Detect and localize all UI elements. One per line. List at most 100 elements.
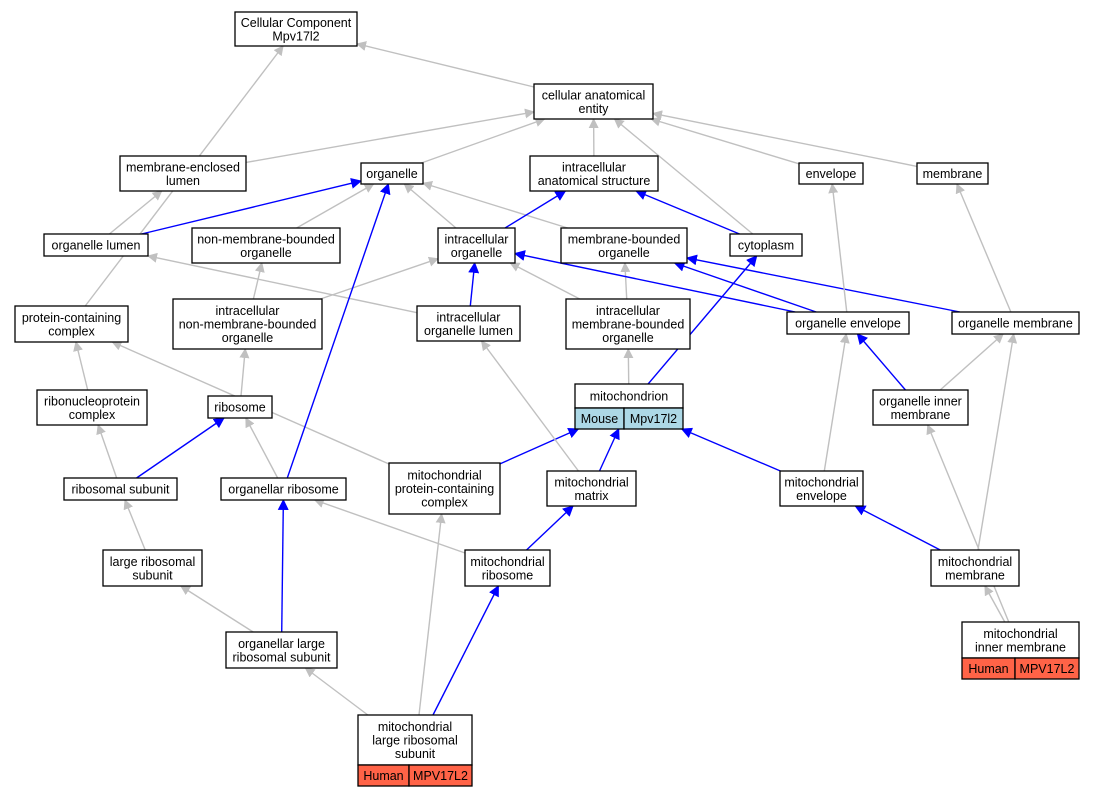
edge-mito-to-cyto <box>647 255 758 385</box>
node-label-line: membrane <box>945 568 1005 582</box>
node-label-line: organelle envelope <box>795 317 901 331</box>
node-box <box>388 462 501 515</box>
node-label-line: non-membrane-bounded <box>197 232 335 246</box>
edge-ol-to-organelle <box>141 177 363 235</box>
node-label-line: subunit <box>132 568 173 582</box>
node-label-line: intracellular <box>596 304 660 318</box>
node-label-line: organellar large <box>238 637 325 651</box>
node-box <box>119 155 247 192</box>
edge-layer <box>73 41 1018 716</box>
node-box <box>357 714 473 766</box>
node-box <box>574 383 684 409</box>
node-box <box>872 389 969 426</box>
node-label-line: organelle <box>240 246 291 260</box>
node-box <box>102 549 203 587</box>
go-term-node-rs[interactable]: ribosomal subunit <box>63 477 178 501</box>
node-box <box>916 162 989 185</box>
edge-oim-to-oe <box>856 333 907 391</box>
edge-rs-to-ribo <box>136 417 225 479</box>
go-term-node-oe[interactable]: organelle envelope <box>786 311 910 335</box>
gene-label: MPV17L2 <box>413 769 468 783</box>
go-term-node-organelle[interactable]: organelle <box>360 162 424 185</box>
edge-imbo-to-io <box>509 262 581 300</box>
edge-mlrs-to-olrs <box>304 667 369 716</box>
edge-olrs-to-lrs <box>179 585 254 633</box>
go-term-node-om[interactable]: organelle membrane <box>951 311 1080 335</box>
node-label-line: complex <box>48 324 95 338</box>
node-label-line: mitochondrial <box>407 469 481 483</box>
node-label-line: mitochondrial <box>938 555 1012 569</box>
node-label-line: organelle <box>451 246 502 260</box>
node-label-line: membrane <box>923 167 983 181</box>
node-label-line: Cellular Component <box>241 16 352 30</box>
node-label-line: mitochondrial <box>784 475 858 489</box>
node-label-line: subunit <box>395 747 436 761</box>
node-label-line: entity <box>579 102 610 116</box>
node-label-line: ribosomal subunit <box>233 650 331 664</box>
edge-menv-to-oe <box>823 333 850 472</box>
go-term-node-inmbo[interactable]: intracellularnon-membrane-boundedorganel… <box>172 298 323 350</box>
edge-mmem-to-menv <box>854 505 941 551</box>
edge-envelope-to-cae <box>650 116 800 165</box>
node-label-line: Mpv17l2 <box>272 29 319 43</box>
go-term-node-ol[interactable]: organelle lumen <box>43 233 149 257</box>
node-label-line: non-membrane-bounded <box>179 318 317 332</box>
node-box <box>191 227 341 264</box>
edge-mm-to-mito <box>598 427 620 472</box>
node-label-line: large ribosomal <box>372 734 457 748</box>
go-term-node-oribo[interactable]: organellar ribosome <box>220 477 347 501</box>
node-label-line: membrane-bounded <box>572 318 685 332</box>
species-label: Human <box>363 769 403 783</box>
node-label-line: organelle <box>222 331 273 345</box>
node-box <box>533 83 654 120</box>
edge-mpcc-to-mito <box>499 427 580 465</box>
node-label-line: cellular anatomical <box>542 88 646 102</box>
go-term-node-ribo[interactable]: ribosome <box>207 395 273 419</box>
gene-cell <box>1014 657 1080 680</box>
node-label-line: ribosome <box>214 401 265 415</box>
go-term-node-envelope[interactable]: envelope <box>798 162 864 185</box>
edge-ol-to-mel <box>108 190 163 235</box>
node-label-line: complex <box>69 408 116 422</box>
node-label-line: complex <box>421 496 468 510</box>
edge-mlrs-to-mribo <box>432 585 500 716</box>
node-box <box>529 155 659 192</box>
node-label-line: mitochondrial <box>983 627 1057 641</box>
node-box <box>220 477 347 501</box>
node-label-line: protein-containing <box>395 482 494 496</box>
edge-membrane-to-cae <box>652 110 918 168</box>
node-box <box>798 162 864 185</box>
edge-om-to-mbo <box>685 254 961 313</box>
node-label-line: ribosome <box>482 568 533 582</box>
edge-imbo-to-mbo <box>620 262 631 300</box>
edge-olrs-to-oribo <box>277 498 289 633</box>
species-gene-tag: Human MPV17L2 <box>357 764 473 787</box>
node-box <box>464 549 551 587</box>
go-term-node-membrane[interactable]: membrane <box>916 162 989 185</box>
go-term-node-cyto[interactable]: cytoplasm <box>729 233 803 257</box>
